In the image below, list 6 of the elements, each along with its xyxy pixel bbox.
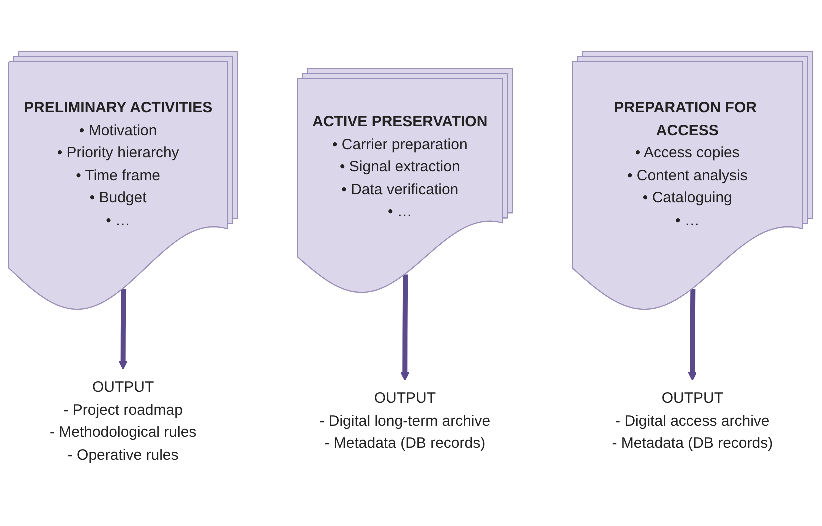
arrow: [400, 274, 410, 381]
node-text: OUTPUT - Project roadmap - Methodological rules - Operative rules: [50, 378, 197, 464]
node-text: OUTPUT - Digital long-term archive - Metadata (DB records): [320, 390, 491, 452]
arrow: [119, 288, 128, 370]
arrow: [688, 288, 698, 381]
node-text: OUTPUT - Digital access archive - Metadata (DB records): [612, 390, 774, 452]
